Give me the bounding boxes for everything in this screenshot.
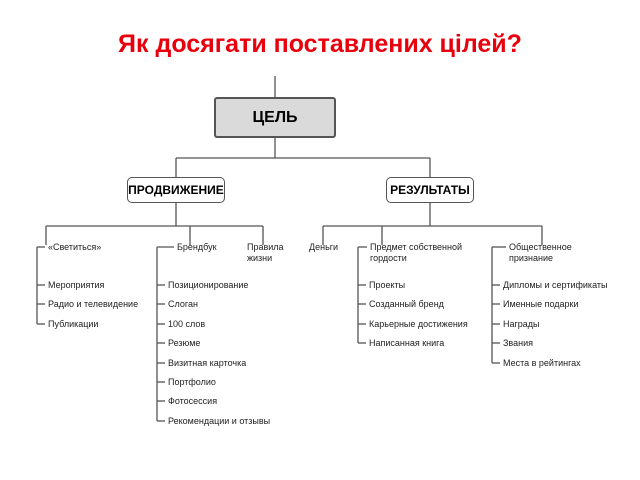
list-item: Дипломы и сертификаты [503, 280, 608, 290]
list-item: Позиционирование [168, 280, 249, 290]
list-item: Публикации [48, 319, 99, 329]
list-item: Проекты [369, 280, 406, 290]
list-item: Награды [503, 319, 540, 329]
node-money: Деньги [309, 242, 339, 252]
node-pride: Предмет собственной гордости [370, 242, 462, 263]
list-item: Визитная карточка [168, 358, 247, 368]
list-item: Написанная книга [369, 338, 445, 348]
category-promotion: ПРОДВИЖЕНИЕ [127, 177, 225, 203]
list-item: Рекомендации и отзывы [168, 416, 271, 426]
list-item: Фотосессия [168, 396, 218, 406]
category-results: РЕЗУЛЬТАТЫ [386, 177, 474, 203]
list-item: Звания [503, 338, 533, 348]
list-item: Радио и телевидение [48, 299, 139, 309]
list-item: Мероприятия [48, 280, 105, 290]
list-item: Места в рейтингах [503, 358, 581, 368]
node-brandbook: Брендбук [177, 242, 217, 252]
list-item: Слоган [168, 299, 198, 309]
list-item: 100 слов [168, 319, 206, 329]
list-item: Резюме [168, 338, 201, 348]
list-item: Портфолио [168, 377, 216, 387]
list-item: Именные подарки [503, 299, 579, 309]
node-shine: «Светиться» [48, 242, 102, 252]
list-item: Созданный бренд [369, 299, 444, 309]
root-node: ЦЕЛЬ [214, 97, 336, 138]
list-item: Карьерные достижения [369, 319, 468, 329]
node-life-rules: Правила жизни [247, 242, 284, 263]
node-recognition: Общественное признание [509, 242, 572, 263]
slide-title: Як досягати поставлених цілей? [118, 30, 522, 58]
